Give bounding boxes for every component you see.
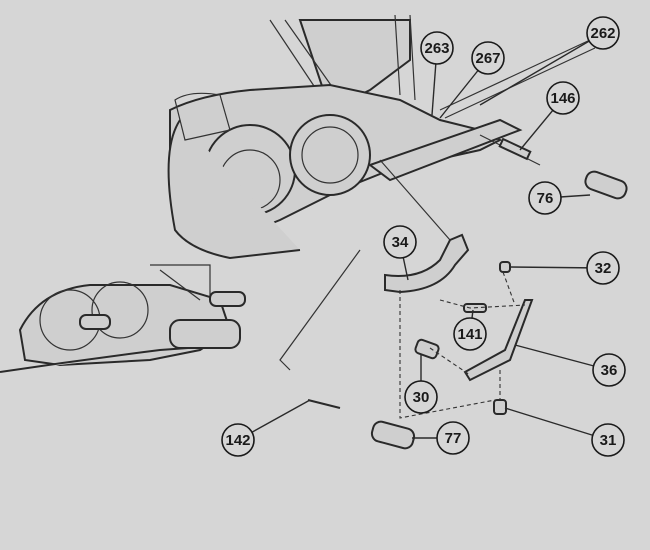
callout-circle xyxy=(546,81,580,115)
callout-circle xyxy=(404,380,438,414)
callout-circle xyxy=(383,225,417,259)
cable-and-grip-76 xyxy=(479,134,628,200)
callout-circle xyxy=(453,317,487,351)
callout-label: 263 xyxy=(424,40,449,57)
callout-circle xyxy=(221,423,255,457)
callout-circle xyxy=(586,251,620,285)
callout-circle xyxy=(436,421,470,455)
callout-circle xyxy=(420,31,454,65)
callout-267: 267 xyxy=(439,41,505,119)
callout-30: 30 xyxy=(404,355,438,414)
callout-label: 262 xyxy=(590,25,615,42)
callout-label: 36 xyxy=(601,362,618,379)
callout-34: 34 xyxy=(383,225,417,281)
callout-label: 142 xyxy=(225,432,250,449)
callout-76: 76 xyxy=(528,181,591,215)
callout-263: 263 xyxy=(420,31,454,116)
small-parts xyxy=(307,261,534,450)
callout-label: 32 xyxy=(595,260,612,277)
callouts: 263 267 262 146 76 34 32 141 36 30 31 142 77 xyxy=(221,16,626,457)
callout-circle xyxy=(591,423,625,457)
leader-line xyxy=(479,32,604,106)
callout-label: 267 xyxy=(475,50,500,67)
callout-label: 76 xyxy=(537,190,554,207)
callout-circle xyxy=(528,181,562,215)
callout-141: 141 xyxy=(453,309,487,351)
callout-32: 32 xyxy=(509,251,620,285)
callout-label: 146 xyxy=(550,90,575,107)
callout-label: 77 xyxy=(445,430,462,447)
callout-31: 31 xyxy=(504,407,625,457)
callout-label: 141 xyxy=(457,326,482,343)
callout-146: 146 xyxy=(519,81,580,151)
callout-262: 262 xyxy=(479,16,620,106)
callout-circle xyxy=(586,16,620,50)
callout-36: 36 xyxy=(514,344,626,387)
brake-pedal-34 xyxy=(279,233,470,371)
callout-label: 31 xyxy=(600,432,617,449)
callout-label: 30 xyxy=(413,389,430,406)
callout-label: 34 xyxy=(392,234,409,251)
engine-frame-illustration xyxy=(167,14,596,260)
callout-142: 142 xyxy=(221,399,311,457)
callout-77: 77 xyxy=(412,421,470,455)
leader-line xyxy=(504,407,609,441)
callout-circle xyxy=(592,353,626,387)
callout-circle xyxy=(471,41,505,75)
inset-engine-illustration xyxy=(0,264,246,373)
